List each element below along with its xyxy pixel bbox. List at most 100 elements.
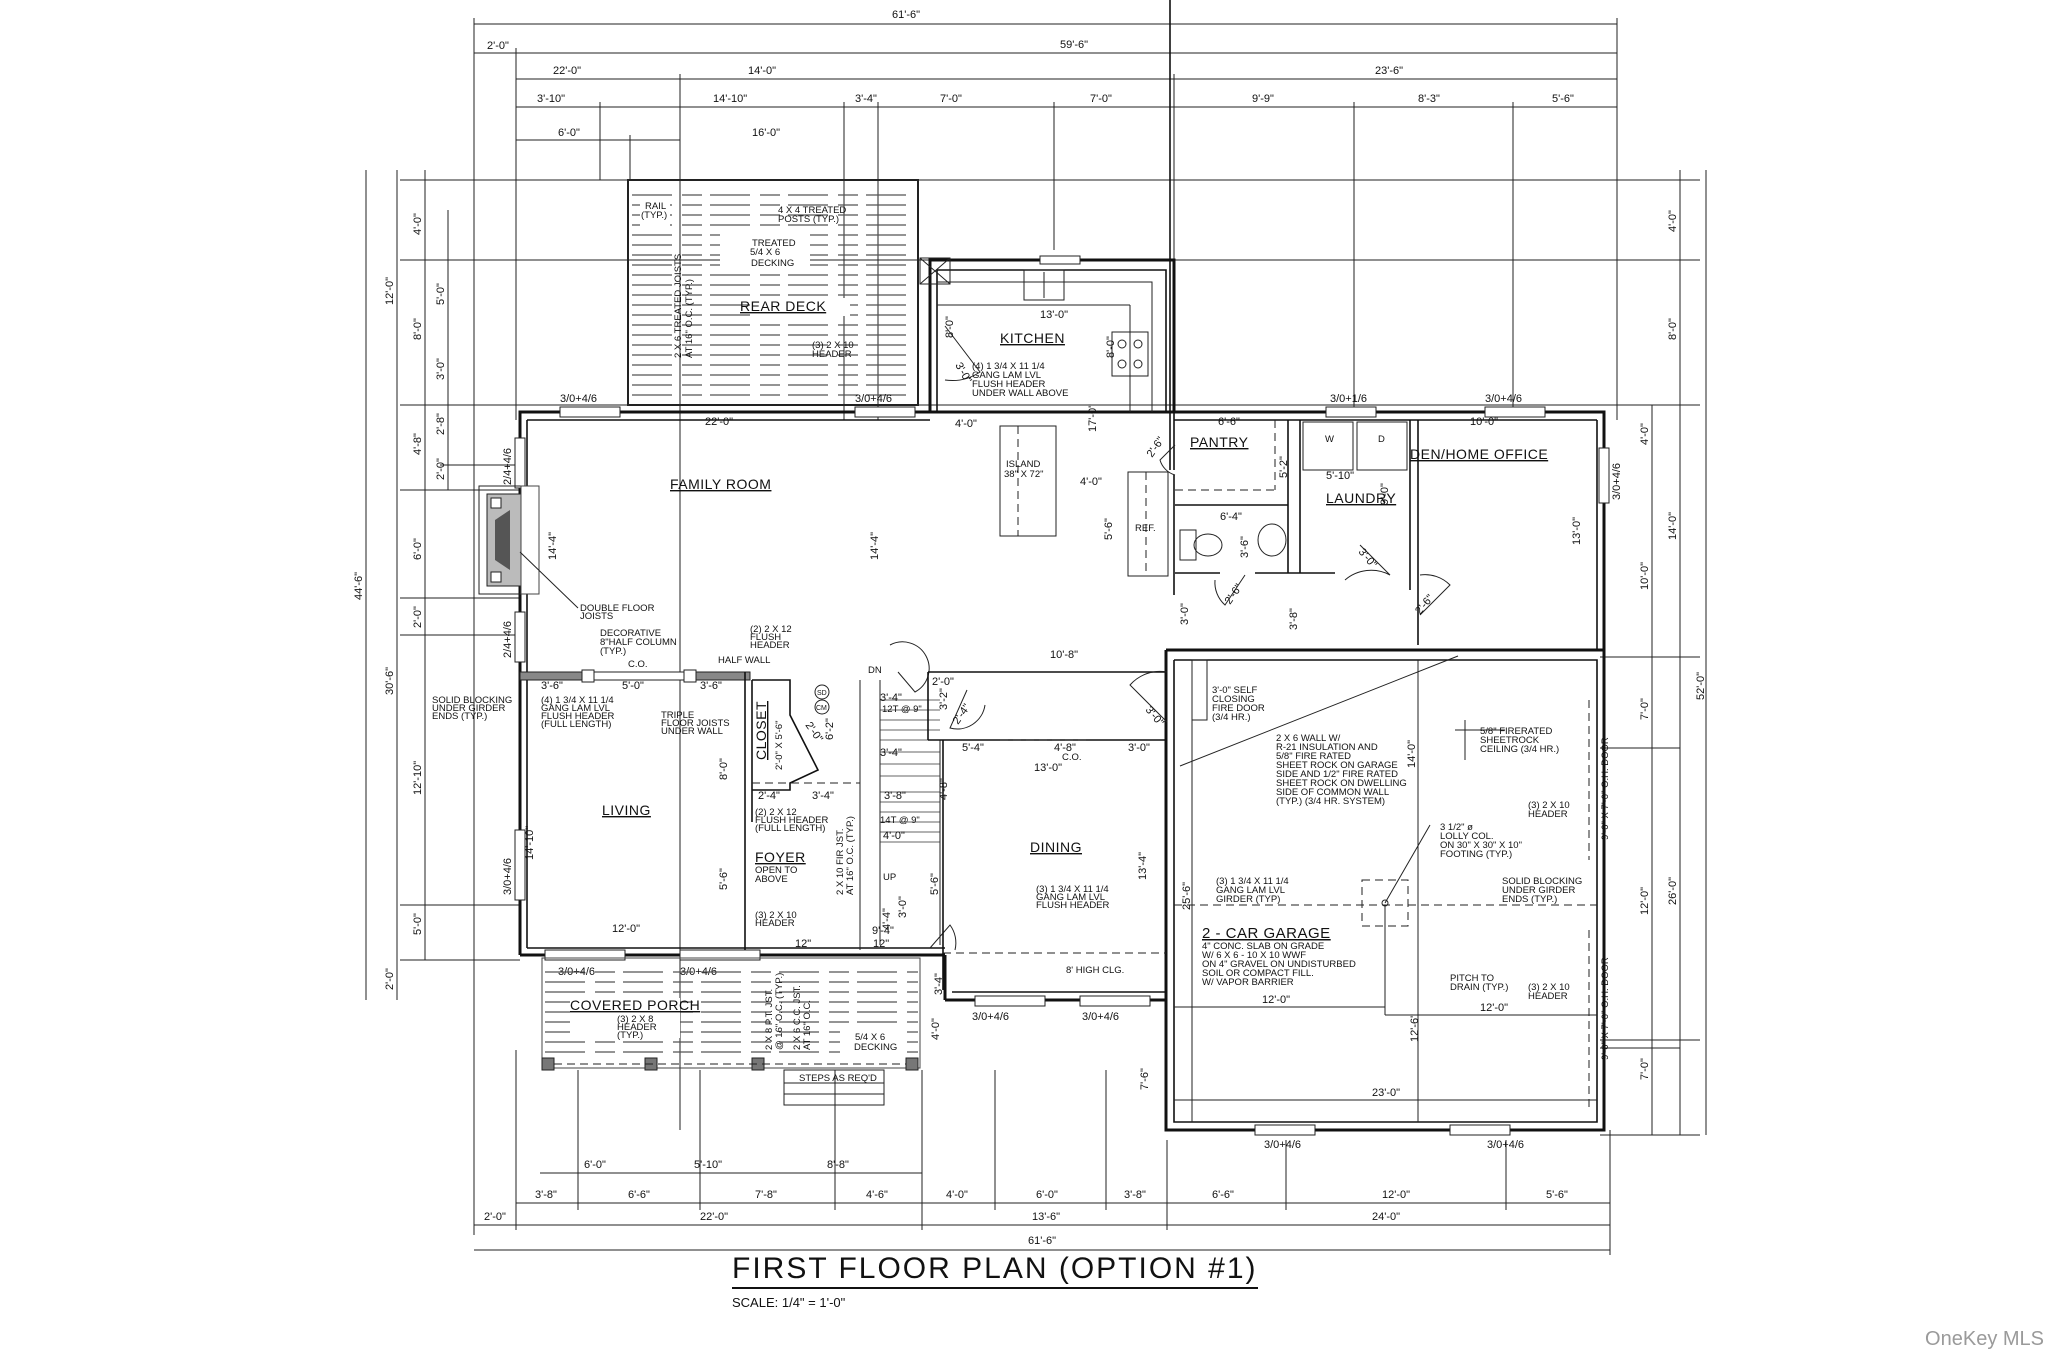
window-label: 3/0+4/6 <box>972 1011 1009 1023</box>
note-fire-wall-4: SHEET ROCK ON GARAGE <box>1276 760 1398 771</box>
note-solid-blocking-r-3: ENDS (TYP.) <box>1502 894 1557 905</box>
dim-garage-12-6: 12'-6" <box>1409 1014 1421 1042</box>
note-living-lvl-3: FLUSH HEADER <box>541 711 615 722</box>
dim-top-overall: 61'-6" <box>892 9 920 21</box>
dim-12a: 12" <box>795 938 811 950</box>
dim-right-26: 26'-0" <box>1667 877 1679 905</box>
dim-foyer-34: 3'-4" <box>812 790 834 802</box>
note-rail-typ: (TYP.) <box>641 210 667 221</box>
dim-7-0a: 7'-0" <box>940 93 962 105</box>
dim-garage-23: 23'-0" <box>1372 1087 1400 1099</box>
dim-closet-62: 6'-2" <box>824 718 836 740</box>
window-label: 3/0+1/6 <box>1330 393 1367 405</box>
dim-hall-10-8: 10'-8" <box>1050 649 1078 661</box>
note-foyer-header10: (3) 2 X 10 <box>755 910 797 921</box>
note-oh-door: 9'-0" X 7'-0" O.H. DOOR <box>1600 737 1611 840</box>
note-lolly-4: FOOTING (TYP.) <box>1440 849 1512 860</box>
note-garage-header-b: (3) 2 X 10 <box>1528 982 1570 993</box>
dim-dining-34: 3'-4" <box>933 973 945 995</box>
note-porch-decking-2: DECKING <box>854 1042 897 1053</box>
note-fire-wall: 2 X 6 WALL W/ <box>1276 733 1341 744</box>
window-label: 3/0+4/6 <box>855 393 892 405</box>
note-kitchen-lvl-2: GANG LAM LVL <box>972 370 1041 381</box>
dim-left-3: 3'-0" <box>435 358 447 380</box>
dim-stair-94: 9'-4" <box>872 925 894 937</box>
dim-bath-w: 6'-4" <box>1220 511 1242 523</box>
note-half-column: DECORATIVE <box>600 628 661 639</box>
room-label-pantry: PANTRY <box>1190 434 1249 450</box>
note-pitch-2: DRAIN (TYP.) <box>1450 982 1508 993</box>
note-living-lvl-4: (FULL LENGTH) <box>541 719 611 730</box>
note-flush-header-3: HEADER <box>750 640 790 651</box>
service-rooms: PANTRY LAUNDRY DEN/HOME OFFICE W D 6'-6"… <box>1145 0 1583 645</box>
dim-kitchen-4: 4'-0" <box>955 418 977 430</box>
note-closet-size: 2'-0" X 5'-6" <box>774 721 785 770</box>
note-solid-blocking-r: SOLID BLOCKING <box>1502 876 1582 887</box>
note-slab-3: ON 4" GRAVEL ON UNDISTURBED <box>1202 959 1356 970</box>
dim-kitchen-width: 13'-0" <box>1040 309 1068 321</box>
dim-porch-depth: 4'-0" <box>930 1018 942 1040</box>
dim-right-10: 10'-0" <box>1639 562 1651 590</box>
room-label-laundry: LAUNDRY <box>1326 490 1396 506</box>
note-porch-jst-2: @ 16" O.C. (TYP.) <box>774 973 785 1050</box>
note-half-wall: HALF WALL <box>718 655 770 666</box>
note-5-4x6: 5/4 X 6 <box>750 247 780 258</box>
room-label-rear-deck: REAR DECK <box>740 298 826 314</box>
dim-14-10: 14'-10" <box>713 93 747 105</box>
window-label: 2/4+4/6 <box>502 448 514 485</box>
dim-3-4: 3'-4" <box>855 93 877 105</box>
dim-foyer-24: 2'-4" <box>758 790 780 802</box>
dim-b-2: 2'-0" <box>484 1211 506 1223</box>
note-oh-door-2: 9'-0" X 7'-0" O.H. DOOR <box>1600 957 1611 1060</box>
smoke-detector-icon: SD <box>817 690 827 697</box>
drawing-title: FIRST FLOOR PLAN (OPTION #1) <box>732 1252 1258 1289</box>
dim-porch-6: 6'-0" <box>584 1159 606 1171</box>
half-wall: DECORATIVE 8"HALF COLUMN (TYP.) C.O. HAL… <box>432 624 792 737</box>
note-solid-blocking: SOLID BLOCKING <box>432 695 512 706</box>
dim-hall-3: 3'-0" <box>1179 603 1191 625</box>
room-label-dining: DINING <box>1030 839 1082 855</box>
window-label: 3/0+4/6 <box>560 393 597 405</box>
note-girder-3: GIRDER (TYP) <box>1216 894 1280 905</box>
bottom-dimensions: 6'-0" 5'-10" 8'-8" 3'-8" 6'-6" 7'-8" 4'-… <box>474 1050 1611 1255</box>
note-deck-joists: 2 X 6 TREATED JOISTS <box>673 254 684 358</box>
dim-left-2b: 2'-0" <box>412 606 424 628</box>
dim-left-2-0: 2'-0" <box>435 458 447 480</box>
dryer-icon: D <box>1378 434 1385 445</box>
note-foyer-header: (2) 2 X 12 <box>755 807 797 818</box>
note-island-size: 38" X 72" <box>1004 469 1044 480</box>
note-high-clg: 8' HIGH CLG. <box>1066 965 1124 976</box>
dim-stair-4: 4'-0" <box>883 830 905 842</box>
horizontal-grid <box>400 179 1700 1136</box>
dim-stair-32: 3'-2" <box>938 688 950 710</box>
dim-bath-h: 3'-6" <box>1239 536 1251 558</box>
room-label-closet: CLOSET <box>753 701 769 760</box>
note-dining-lvl-3: FLUSH HEADER <box>1036 900 1110 911</box>
dim-top-14: 14'-0" <box>748 65 776 77</box>
dim-garage-12b: 12'-0" <box>1480 1002 1508 1014</box>
note-garage-header: (3) 2 X 10 <box>1528 800 1570 811</box>
right-dimensions: 52'-0" 4'-0" 8'-0" 14'-0" 26'-0" 4'-0" 1… <box>1639 170 1707 1135</box>
dim-b-6-6: 6'-6" <box>628 1189 650 1201</box>
mls-watermark: OneKey MLS <box>1925 1328 2044 1350</box>
dim-dining-h: 13'-4" <box>1137 852 1149 880</box>
note-solid-blocking-3: ENDS (TYP.) <box>432 711 487 722</box>
dim-coat-24: 2'-4" <box>951 702 973 727</box>
note-solid-blocking-r-2: UNDER GIRDER <box>1502 885 1576 896</box>
note-island: ISLAND <box>1006 459 1040 470</box>
note-foyer-header-3: (FULL LENGTH) <box>755 823 825 834</box>
note-fir-jst-2: AT 16" O.C. (TYP.) <box>845 816 856 895</box>
note-sheetrock: 5/8" FIRERATED <box>1480 726 1552 737</box>
dim-3-10: 3'-10" <box>537 93 565 105</box>
room-label-den: DEN/HOME OFFICE <box>1410 446 1548 462</box>
note-posts: 4 X 4 TREATED <box>778 205 846 216</box>
dim-b-overall: 61'-6" <box>1028 1235 1056 1247</box>
window-label: 3/0+4/6 <box>1487 1139 1524 1151</box>
dim-b-13-6: 13'-6" <box>1032 1211 1060 1223</box>
dim-left-2-8: 2'-8" <box>435 413 447 435</box>
note-half-column-2: 8"HALF COLUMN <box>600 637 677 648</box>
note-kitchen-header-2: HEADER <box>812 349 852 360</box>
dim-kitchen-door: 3'-0" <box>952 361 973 386</box>
dim-left-12-10: 12'-10" <box>412 761 424 795</box>
